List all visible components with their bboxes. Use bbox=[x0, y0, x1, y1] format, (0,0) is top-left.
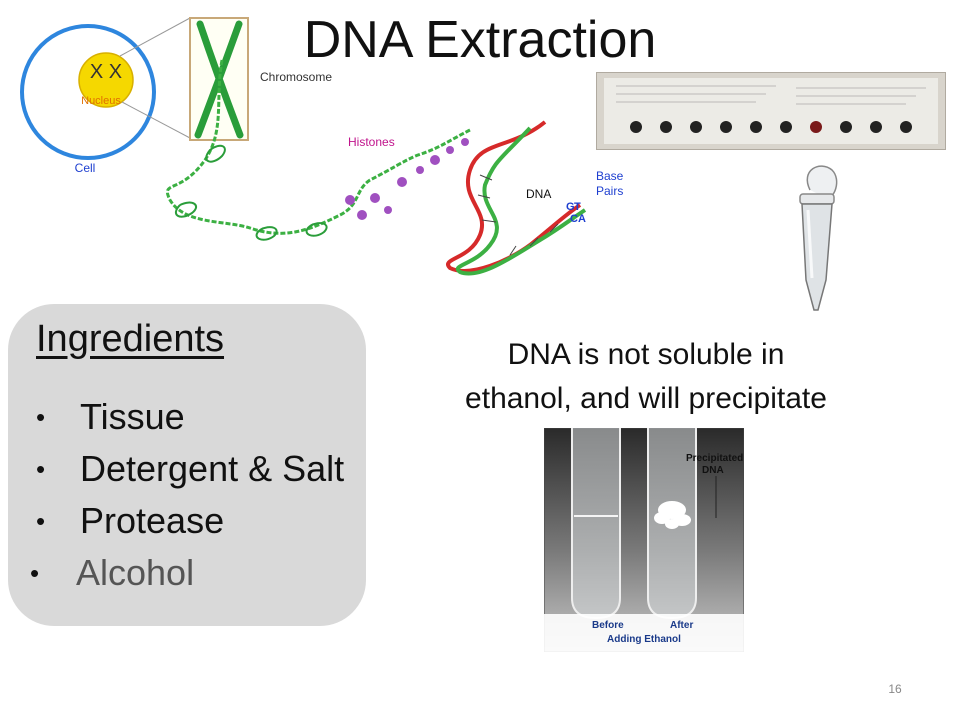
precipitation-line-1: DNA is not soluble in bbox=[507, 338, 785, 371]
base-letter-g: G bbox=[566, 201, 575, 213]
slide-title: DNA Extraction bbox=[303, 11, 657, 69]
dna-label: DNA bbox=[526, 187, 551, 201]
histones-label: Histones bbox=[348, 135, 395, 149]
page-number: 16 bbox=[888, 682, 902, 696]
before-label: Before bbox=[592, 620, 624, 631]
microcentrifuge-tube-icon bbox=[799, 165, 838, 311]
ingredient-label: Tissue bbox=[80, 396, 185, 437]
base-pairs-label-line1: Base bbox=[596, 169, 624, 183]
precipitation-line-2: ethanol, and will precipitate bbox=[465, 382, 827, 415]
precipitated-dna-label-line2: DNA bbox=[702, 465, 724, 476]
ingredient-label: Protease bbox=[80, 500, 225, 541]
ingredients-heading: Ingredients bbox=[36, 318, 225, 360]
plate-wells bbox=[630, 121, 912, 133]
base-letter-t: T bbox=[574, 201, 581, 213]
precipitated-dna-label-line1: Precipitated bbox=[686, 453, 743, 464]
ingredient-label: Detergent & Salt bbox=[80, 448, 345, 489]
bullet-icon: • bbox=[36, 506, 46, 536]
chromosome-label: Chromosome bbox=[260, 70, 332, 84]
nucleus bbox=[78, 52, 134, 108]
precipitation-caption: DNA is not soluble in ethanol, and will … bbox=[396, 333, 896, 421]
chromatin-fiber bbox=[165, 59, 471, 235]
base-pairs-label-line2: Pairs bbox=[596, 184, 623, 198]
chromosome bbox=[194, 20, 244, 139]
base-letter-a: A bbox=[578, 213, 586, 225]
precipitated-dna-clump bbox=[654, 501, 691, 529]
base-letter-c: C bbox=[570, 213, 578, 225]
test-tubes-photo: Precipitated DNA Before After Adding Eth… bbox=[544, 428, 744, 652]
bullet-icon: • bbox=[36, 454, 46, 484]
nucleus-chromosome-glyph: X X bbox=[90, 61, 122, 83]
ingredient-label: Alcohol bbox=[76, 552, 195, 593]
dna-packaging-diagram: X X Nucleus Cell Chromosome Histones DNA… bbox=[20, 17, 624, 276]
bullet-icon: • bbox=[30, 558, 40, 588]
after-label: After bbox=[670, 620, 693, 631]
adding-ethanol-label: Adding Ethanol bbox=[607, 634, 681, 645]
dna-strand-green bbox=[455, 126, 587, 276]
bullet-icon: • bbox=[36, 402, 46, 432]
histones bbox=[345, 138, 469, 220]
nucleus-label: Nucleus bbox=[81, 95, 121, 107]
well-plate-photo bbox=[596, 72, 946, 150]
ingredients-panel: • Tissue • Detergent & Salt • Protease •… bbox=[8, 304, 366, 626]
before-tube bbox=[571, 428, 621, 620]
cell-label: Cell bbox=[75, 161, 96, 175]
